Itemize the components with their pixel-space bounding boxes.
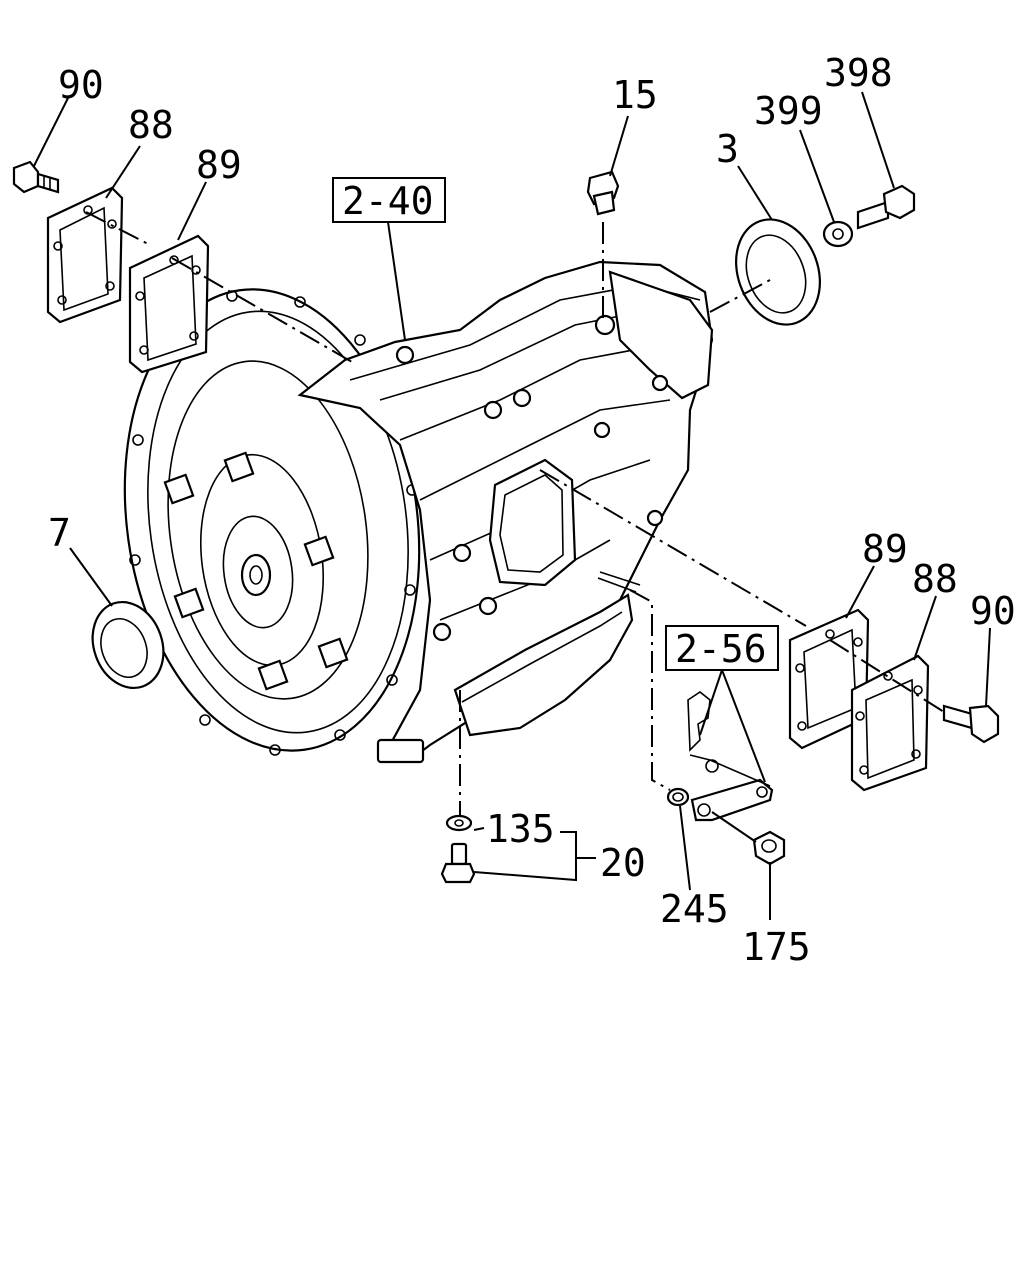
bolt-90-left[interactable] — [12, 160, 60, 194]
plug-20[interactable] — [440, 842, 476, 884]
leader-lines — [33, 91, 991, 920]
callout-20: 20 — [600, 841, 646, 885]
callout-135: 135 — [486, 807, 555, 851]
seal-7[interactable] — [81, 592, 175, 698]
callout-398: 398 — [824, 51, 893, 95]
washer-399[interactable] — [822, 220, 854, 248]
gasket-88-left[interactable] — [46, 186, 124, 324]
callout-175: 175 — [742, 925, 811, 969]
callout-245: 245 — [660, 887, 729, 931]
callout-90-right: 90 — [970, 589, 1016, 633]
ref-box-2-56[interactable]: 2-56 — [665, 625, 779, 671]
seal-3[interactable] — [722, 208, 834, 337]
transmission-assembly[interactable] — [96, 260, 714, 770]
callout-89-left: 89 — [196, 143, 242, 187]
callout-labels: 90 88 89 15 3 399 398 7 89 88 90 135 20 … — [48, 51, 1016, 969]
ref-box-2-40[interactable]: 2-40 — [332, 177, 446, 223]
callout-7: 7 — [48, 511, 71, 555]
callout-3: 3 — [716, 127, 739, 171]
nut-175[interactable] — [752, 830, 786, 866]
sensor-15[interactable] — [586, 170, 620, 216]
ref-label-2-56: 2-56 — [675, 627, 767, 671]
callout-88-right: 88 — [912, 557, 958, 601]
callout-88-left: 88 — [128, 103, 174, 147]
plate-89-left[interactable] — [128, 234, 210, 374]
callout-90-left: 90 — [58, 63, 104, 107]
ref-label-2-40: 2-40 — [342, 179, 434, 223]
o-ring-245[interactable] — [666, 787, 690, 807]
callout-399: 399 — [754, 89, 823, 133]
bolt-398[interactable] — [856, 184, 916, 230]
callout-89-right: 89 — [862, 527, 908, 571]
center-lines — [85, 211, 945, 815]
bracket-2-56[interactable] — [687, 691, 774, 822]
bolt-90-right[interactable] — [942, 704, 1000, 744]
callout-15: 15 — [612, 73, 658, 117]
washer-135[interactable] — [445, 814, 473, 832]
